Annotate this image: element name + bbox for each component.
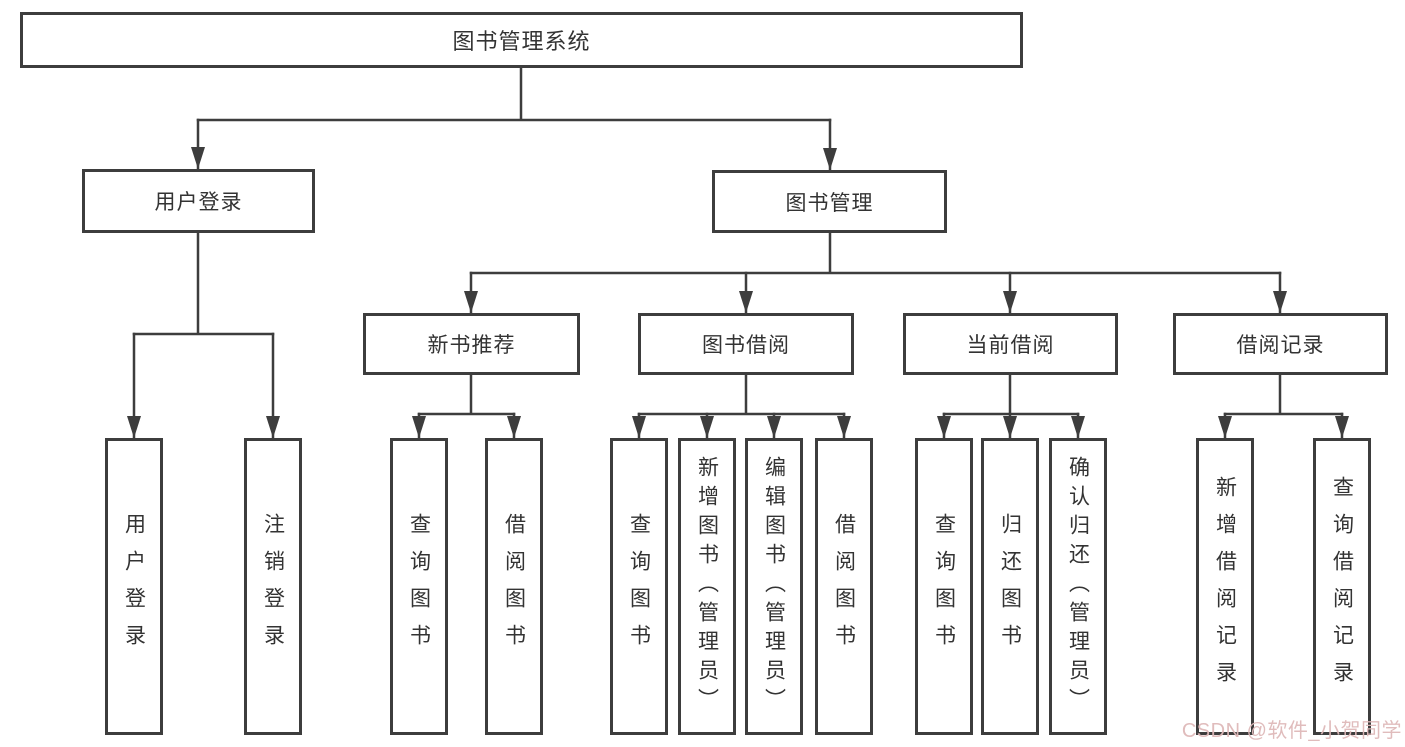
node-new-book-recommendation: 新书推荐: [363, 313, 580, 375]
connector-root-elbow: [196, 66, 832, 122]
connector-newbook-elbow: [417, 373, 516, 416]
leaf-borrow-books-borrowing: 借阅图书: [815, 438, 873, 735]
csdn-watermark: CSDN @软件_小贺同学: [1181, 720, 1402, 742]
connector-mgmt-elbow: [469, 231, 1282, 275]
leaf-add-book-admin: 新增图书（管理员）: [678, 438, 736, 735]
leaf-user-login: 用户登录: [105, 438, 163, 735]
connector-records-elbow: [1223, 373, 1344, 416]
leaf-add-borrow-record: 新增借阅记录: [1196, 438, 1254, 735]
node-library-management-system: 图书管理系统: [20, 12, 1023, 68]
node-current-borrowing: 当前借阅: [903, 313, 1118, 375]
leaf-edit-book-admin: 编辑图书（管理员）: [745, 438, 803, 735]
leaf-query-books-borrowing: 查询图书: [610, 438, 668, 735]
connector-current-elbow: [942, 373, 1080, 416]
node-book-borrowing: 图书借阅: [638, 313, 854, 375]
leaf-query-books-current: 查询图书: [915, 438, 973, 735]
leaf-return-books: 归还图书: [981, 438, 1039, 735]
leaf-logout: 注销登录: [244, 438, 302, 735]
connector-borrowing-elbow: [637, 373, 846, 416]
leaf-query-books-recommend: 查询图书: [390, 438, 448, 735]
connector-login-elbow: [132, 231, 275, 336]
node-user-login: 用户登录: [82, 169, 315, 233]
leaf-confirm-return-admin: 确认归还（管理员）: [1049, 438, 1107, 735]
node-borrowing-records: 借阅记录: [1173, 313, 1388, 375]
leaf-borrow-books-recommend: 借阅图书: [485, 438, 543, 735]
node-book-management: 图书管理: [712, 170, 947, 233]
leaf-query-borrow-record: 查询借阅记录: [1313, 438, 1371, 735]
